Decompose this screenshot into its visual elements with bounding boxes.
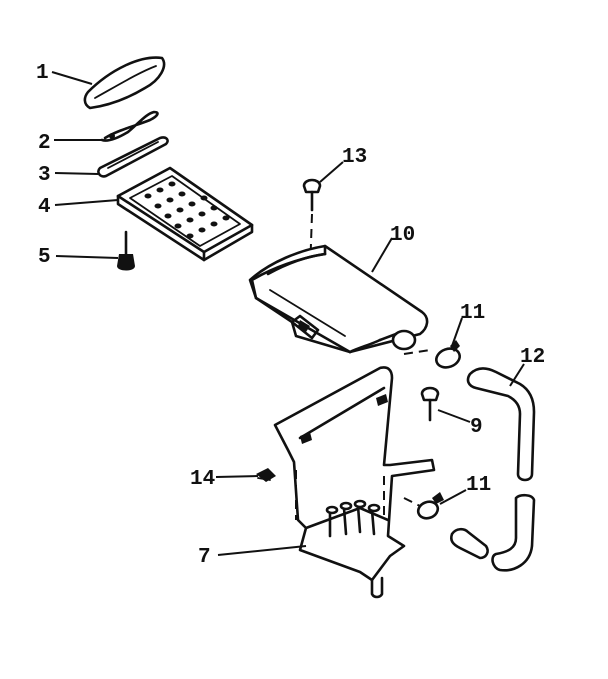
part-11-clamp-upper bbox=[435, 340, 461, 369]
part-2-clip bbox=[100, 110, 159, 142]
part-3-strip bbox=[97, 136, 169, 178]
leader-lines bbox=[51, 71, 525, 556]
part-7-bracket bbox=[273, 366, 436, 599]
callout-4: 4 bbox=[38, 196, 51, 219]
part-14-clip bbox=[256, 468, 276, 482]
callout-3: 3 bbox=[38, 164, 51, 187]
part-5-screw bbox=[117, 230, 135, 271]
part-12-hose bbox=[466, 367, 536, 572]
callout-10: 10 bbox=[390, 224, 415, 247]
callout-12: 12 bbox=[520, 346, 545, 369]
tray-holes bbox=[144, 181, 230, 239]
callout-13: 13 bbox=[342, 146, 367, 169]
callout-7: 7 bbox=[198, 546, 211, 569]
callout-11-upper: 11 bbox=[460, 302, 485, 325]
part-10-dispenser-housing bbox=[248, 244, 429, 354]
part-4-grate-tray bbox=[116, 166, 254, 262]
callout-labels: 1 2 3 4 5 13 10 11 12 9 11 14 7 bbox=[36, 62, 545, 569]
callout-1: 1 bbox=[36, 62, 49, 85]
part-9-screw bbox=[420, 386, 440, 422]
callout-9: 9 bbox=[470, 416, 483, 439]
part-11-clamp-lower bbox=[416, 492, 444, 520]
hose-segment bbox=[449, 527, 489, 560]
callout-11-lower: 11 bbox=[466, 474, 491, 497]
callout-5: 5 bbox=[38, 246, 51, 269]
part-1-handle bbox=[83, 56, 166, 110]
callout-14: 14 bbox=[190, 468, 215, 491]
callout-2: 2 bbox=[38, 132, 51, 155]
